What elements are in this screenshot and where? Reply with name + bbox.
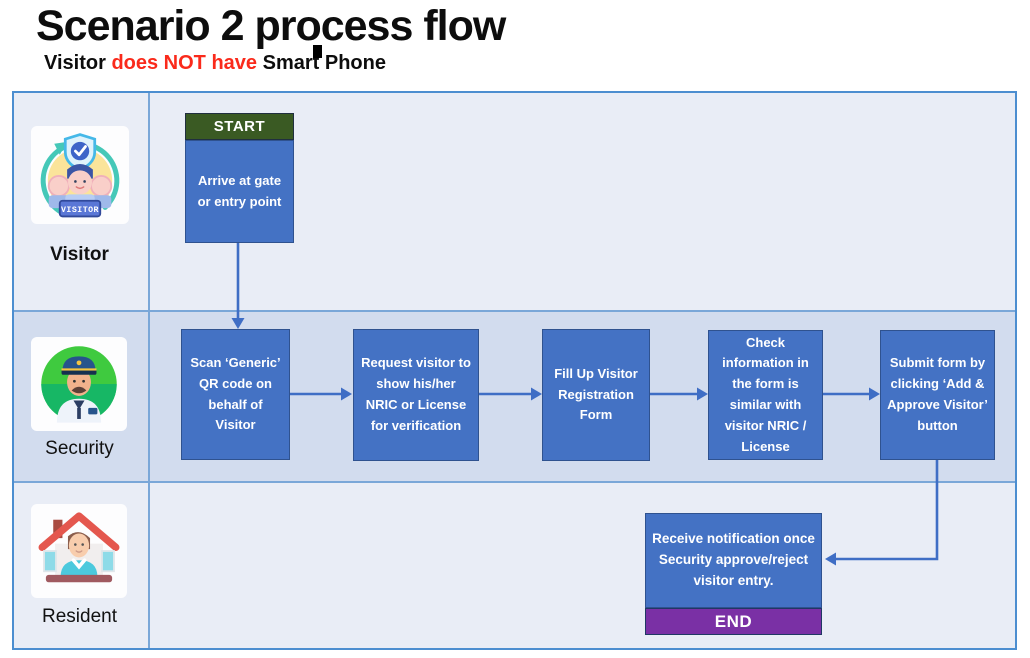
step-request-nric: Request visitor to show his/her NRIC or … [353, 329, 479, 461]
visitor-group-badge-icon: VISITOR [31, 126, 129, 224]
visitor-banner-text: VISITOR [61, 206, 99, 215]
page-title: Scenario 2 process flow [36, 2, 506, 50]
text-cursor-artifact [313, 45, 322, 58]
subtitle-post: Smart Phone [257, 52, 386, 74]
page-subtitle: Visitor does NOT have Smart Phone [44, 52, 386, 75]
step-check-information: Check information in the form is similar… [708, 330, 823, 460]
step-arrive-at-gate: Arrive at gate or entry point [185, 140, 294, 243]
lane-resident [14, 483, 1015, 648]
security-guard-icon [31, 337, 127, 431]
lane-label-visitor: Visitor [50, 244, 109, 265]
subtitle-pre: Visitor [44, 52, 112, 74]
step-submit-form: Submit form by clicking ‘Add & Approve V… [880, 330, 995, 460]
lane-visitor [14, 93, 1015, 312]
start-badge: START [185, 113, 294, 140]
swimlane-table [12, 91, 1017, 650]
step-receive-notification: Receive notification once Security appro… [645, 513, 822, 608]
subtitle-highlight: does NOT have [111, 52, 258, 74]
lane-security [14, 312, 1015, 483]
lane-label-column-divider [148, 93, 150, 648]
step-fill-registration-form: Fill Up Visitor Registration Form [542, 329, 650, 461]
resident-house-icon [31, 504, 127, 598]
step-scan-generic-qr: Scan ‘Generic’ QR code on behalf of Visi… [181, 329, 290, 460]
end-badge: END [645, 608, 822, 635]
lane-label-resident: Resident [42, 606, 117, 627]
lane-label-security: Security [45, 438, 114, 459]
